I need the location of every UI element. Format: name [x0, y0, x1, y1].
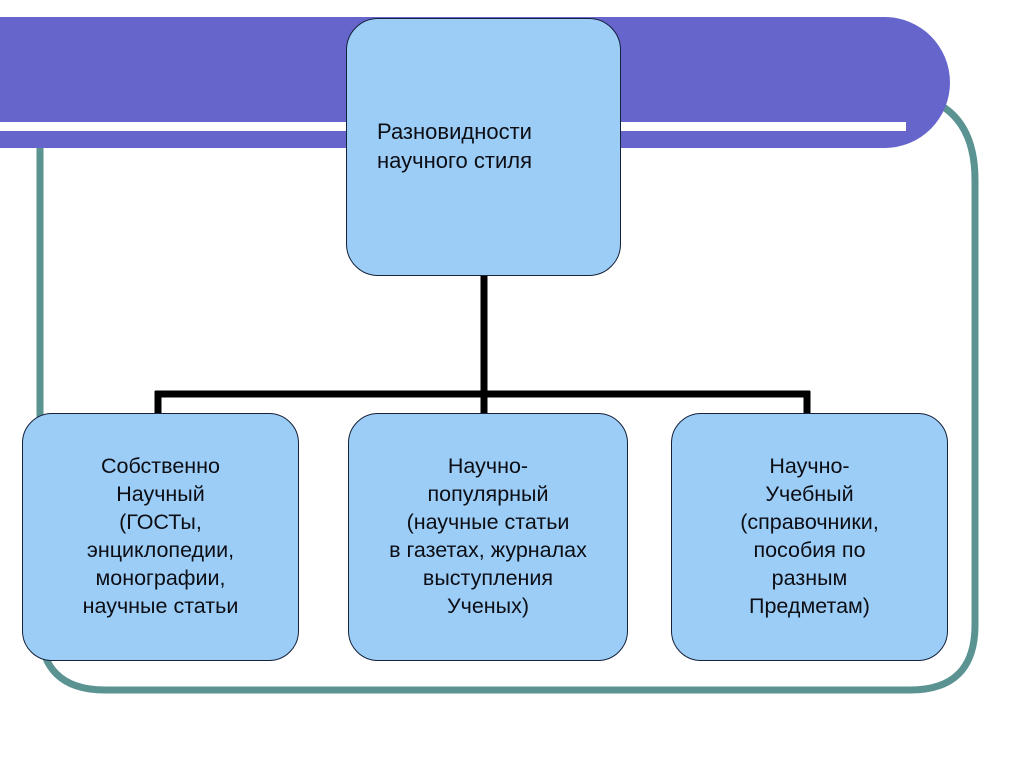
node-educational-science[interactable]: Научно- Учебный (справочники, пособия по… — [671, 413, 948, 661]
node-root[interactable]: Разновидности научного стиля — [346, 18, 621, 276]
node-scientific-proper-label: Собственно Научный (ГОСТы, энциклопедии,… — [82, 454, 239, 618]
node-popular-science-label: Научно- популярный (научные статьи в газ… — [389, 454, 587, 618]
node-popular-science[interactable]: Научно- популярный (научные статьи в газ… — [348, 413, 628, 661]
node-scientific-proper[interactable]: Собственно Научный (ГОСТы, энциклопедии,… — [22, 413, 299, 661]
node-root-label: Разновидности научного стиля — [377, 119, 532, 173]
node-educational-science-label: Научно- Учебный (справочники, пособия по… — [740, 454, 879, 618]
